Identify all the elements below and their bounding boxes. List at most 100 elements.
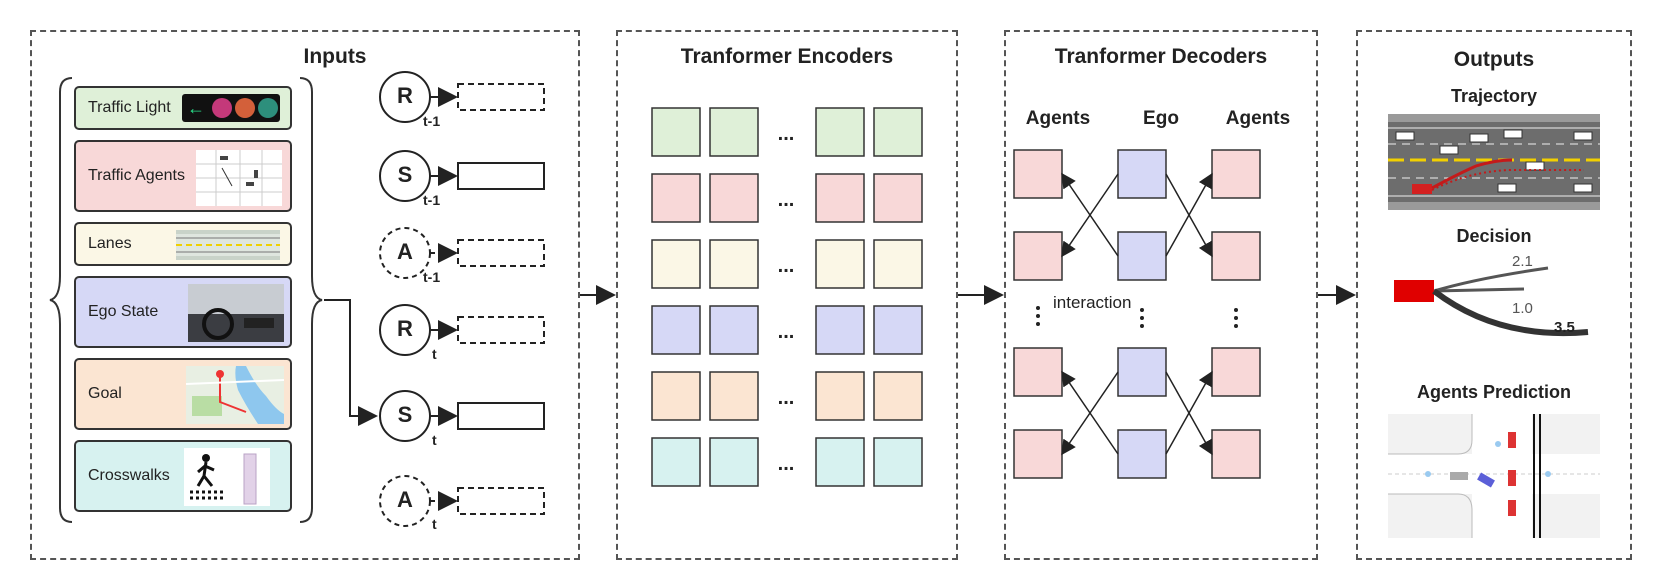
decoder-graph <box>1013 149 1261 479</box>
encoder-token <box>873 437 923 487</box>
decision-value-b: 1.0 <box>1512 300 1533 317</box>
decoder-agent-left-token <box>1013 347 1063 397</box>
encoder-token <box>651 437 701 487</box>
encoder-token <box>815 437 865 487</box>
seq-node-letter: A <box>397 239 413 264</box>
input-traffic-agents: Traffic Agents <box>74 140 292 212</box>
output-agents-prediction-title: Agents Prediction <box>1416 382 1572 402</box>
output-trajectory-title: Trajectory <box>1450 86 1538 106</box>
encoder-ellipsis: ... <box>778 123 795 145</box>
traffic-agents-map-image <box>196 150 282 206</box>
encoders-title: Tranformer Encoders <box>680 45 894 68</box>
decision-value-a: 2.1 <box>1512 253 1533 270</box>
decoder-vertical-ellipsis-dot <box>1036 314 1040 318</box>
seq-node-box <box>457 83 545 111</box>
sequence-graph <box>324 71 545 527</box>
encoder-token <box>815 173 865 223</box>
decoder-ego-header: Ego <box>1143 108 1179 129</box>
seq-node-box <box>457 239 545 267</box>
decoder-edge <box>1165 172 1213 257</box>
input-label: Crosswalks <box>88 467 170 484</box>
encoder-token <box>873 371 923 421</box>
decoder-vertical-ellipsis-dot <box>1234 316 1238 320</box>
seq-node-box <box>457 162 545 190</box>
seq-node-box <box>457 402 545 430</box>
seq-node-letter: A <box>397 487 413 512</box>
trajectory-image <box>1388 114 1600 210</box>
decoder-ego-token <box>1117 231 1167 281</box>
encoder-ellipsis: ... <box>778 387 795 409</box>
encoder-token <box>815 371 865 421</box>
encoder-ellipsis: ... <box>778 321 795 343</box>
agents-prediction-image <box>1388 414 1600 538</box>
decoder-edge <box>1061 370 1119 455</box>
input-traffic-light: Traffic Light ← <box>74 86 292 130</box>
input-label: Traffic Agents <box>88 167 185 184</box>
encoder-token <box>651 305 701 355</box>
goal-map-image <box>186 366 284 424</box>
decoder-ego-token <box>1117 149 1167 199</box>
decoder-agent-left-token <box>1013 149 1063 199</box>
encoder-token <box>709 437 759 487</box>
decoder-vertical-ellipsis-dot <box>1036 322 1040 326</box>
encoder-token <box>709 371 759 421</box>
seq-node-subscript: t <box>432 516 437 532</box>
encoder-token <box>709 305 759 355</box>
ego-cockpit-image <box>188 284 284 342</box>
input-brace-left <box>49 77 73 523</box>
encoder-token <box>815 107 865 157</box>
decoder-agents-left-header: Agents <box>1025 108 1091 129</box>
decision-image: 2.1 1.0 3.5 <box>1394 253 1589 337</box>
decoder-agent-right-token <box>1211 347 1261 397</box>
encoder-token <box>651 239 701 289</box>
decoder-agent-left-token <box>1013 231 1063 281</box>
inputs-panel <box>30 30 580 560</box>
decoder-vertical-ellipsis-dot <box>1140 324 1144 328</box>
seq-node-box <box>457 316 545 344</box>
encoder-token <box>873 239 923 289</box>
encoder-token <box>815 305 865 355</box>
input-goal: Goal <box>74 358 292 430</box>
encoders-panel <box>616 30 958 560</box>
crosswalk-image <box>184 448 270 506</box>
seq-node-subscript: t <box>432 432 437 448</box>
outputs-panel <box>1356 30 1632 560</box>
decoders-title: Tranformer Decoders <box>1054 45 1268 68</box>
encoder-token <box>651 107 701 157</box>
input-ego-state: Ego State <box>74 276 292 348</box>
decoder-vertical-ellipsis-dot <box>1234 324 1238 328</box>
encoder-ellipsis: ... <box>778 255 795 277</box>
encoder-ellipsis: ... <box>778 189 795 211</box>
input-label: Goal <box>88 385 122 402</box>
encoder-token <box>651 371 701 421</box>
decoder-agent-right-token <box>1211 149 1261 199</box>
decoder-agent-left-token <box>1013 429 1063 479</box>
encoder-token <box>709 107 759 157</box>
seq-node-box <box>457 487 545 515</box>
input-label: Lanes <box>88 235 132 252</box>
decoder-edge <box>1061 172 1119 257</box>
seq-node-letter: S <box>397 162 413 187</box>
encoder-token <box>709 239 759 289</box>
input-lanes: Lanes <box>74 222 292 266</box>
seq-node-subscript: t-1 <box>423 269 441 285</box>
traffic-light-image: ← <box>182 94 280 122</box>
seq-node-letter: R <box>397 83 413 108</box>
encoder-token <box>651 173 701 223</box>
inputs-title: Inputs <box>303 45 367 68</box>
outputs-title: Outputs <box>1453 48 1535 71</box>
input-crosswalks: Crosswalks <box>74 440 292 512</box>
encoder-ellipsis: ... <box>778 453 795 475</box>
input-label: Traffic Light <box>88 99 171 116</box>
decoder-vertical-ellipsis-dot <box>1140 316 1144 320</box>
encoder-token <box>815 239 865 289</box>
input-brace-right <box>299 77 323 523</box>
decoder-vertical-ellipsis-dot <box>1234 308 1238 312</box>
encoder-token <box>873 173 923 223</box>
seq-node-letter: R <box>397 316 413 341</box>
decoder-agent-right-token <box>1211 231 1261 281</box>
seq-node-subscript: t-1 <box>423 192 441 208</box>
encoder-token <box>709 173 759 223</box>
decoder-agents-right-header: Agents <box>1225 108 1291 129</box>
seq-node-subscript: t <box>432 346 437 362</box>
